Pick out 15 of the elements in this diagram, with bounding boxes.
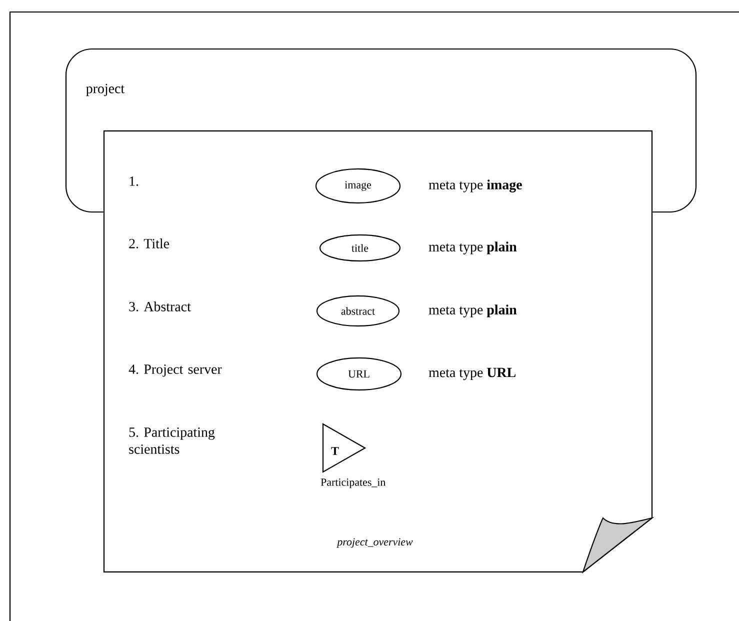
item-label: 5. Participating scientists [129, 428, 215, 454]
meta-type-label: meta type plain [428, 242, 517, 254]
meta-type-label: meta type plain [428, 304, 517, 318]
meta-type-label: meta type image [428, 180, 522, 192]
item-label: 1. [130, 176, 138, 186]
meta-type-label: meta type URL [428, 368, 516, 380]
item-label: 3. Abstract [129, 302, 191, 312]
ellipse-node: URL [316, 357, 402, 391]
ellipse-node: abstract [316, 295, 400, 327]
ellipse-node: image [315, 168, 401, 204]
item-label: 2. Title [129, 238, 170, 248]
node-caption: Participates_in [320, 478, 386, 488]
ellipse-node: title [319, 234, 401, 262]
item-label: 4. Project server [128, 364, 222, 377]
triangle-node: T [322, 423, 366, 473]
